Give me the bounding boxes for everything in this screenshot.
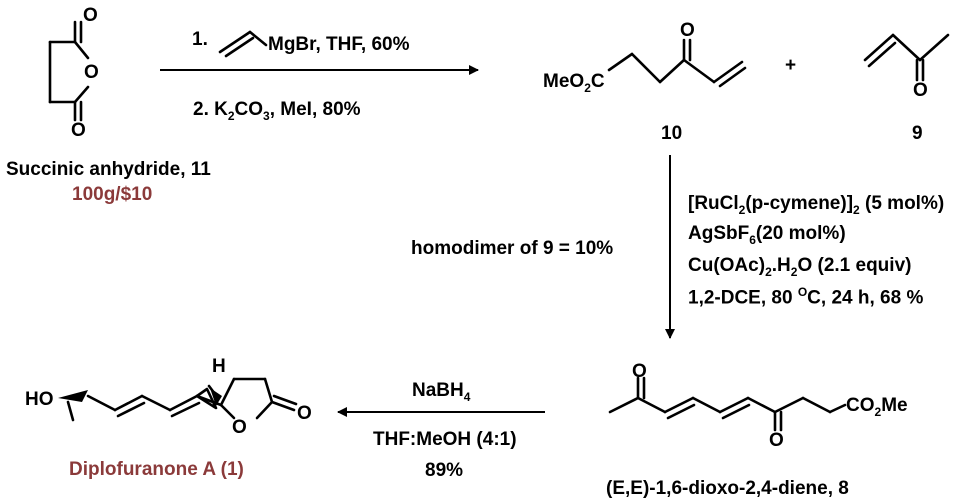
succinic-o-ring: O [84, 62, 99, 83]
succinic-anhydride-price: 100g/$10 [72, 184, 153, 205]
step3-reagent: NaBH4 [412, 380, 471, 404]
step2-condition-3: Cu(OAc)2.H2O (2.1 equiv) [688, 255, 912, 279]
compound-9-structure [863, 33, 950, 82]
compound-10-number: 10 [661, 123, 683, 144]
succinic-o-bottom: O [71, 120, 86, 141]
step2-condition-2: AgSbF6(20 mol%) [688, 223, 846, 247]
diplofuranone-name: Diplofuranone A (1) [69, 459, 244, 480]
step3-yield: 89% [425, 460, 464, 481]
plus-sign: + [785, 55, 797, 76]
compound-10-structure [607, 38, 747, 88]
succinic-anhydride-structure [48, 20, 90, 122]
compound-8-oxygen-top: O [632, 361, 647, 382]
compound-8-ester: CO2Me [846, 395, 908, 419]
step1-reagent-line2: 2. K2CO3, MeI, 80% [193, 99, 361, 123]
diplofuranone-ring-oxygen: O [232, 417, 247, 438]
compound-9-number: 9 [912, 123, 923, 144]
compound-8-name: (E,E)-1,6-dioxo-2,4-diene, 8 [606, 478, 849, 499]
step2-condition-1: [RuCl2(p-cymene)]2 (5 mol%) [688, 193, 945, 217]
diplofuranone-hydrogen: H [212, 356, 226, 377]
compound-8-oxygen-bottom: O [769, 430, 784, 451]
step3-solvent: THF:MeOH (4:1) [373, 429, 517, 450]
succinic-anhydride-name: Succinic anhydride, 11 [6, 159, 211, 180]
diplofuranone-hydroxyl: HO [25, 389, 54, 410]
step1-number: 1. [192, 29, 208, 50]
compound-10-ester: MeO2C [543, 71, 605, 95]
homodimer-note: homodimer of 9 = 10% [411, 238, 614, 259]
compound-8-structure [608, 376, 847, 432]
step2-condition-4: 1,2-DCE, 80 OC, 24 h, 68 % [688, 285, 924, 309]
diplofuranone-carbonyl-oxygen: O [297, 403, 312, 424]
diplofuranone-structure [58, 377, 298, 422]
step1-reagent-line1: MgBr, THF, 60% [268, 34, 410, 55]
compound-9-oxygen: O [913, 80, 928, 101]
vinyl-reagent-structure [218, 30, 268, 58]
succinic-o-top: O [83, 5, 98, 26]
compound-10-oxygen: O [680, 20, 695, 41]
